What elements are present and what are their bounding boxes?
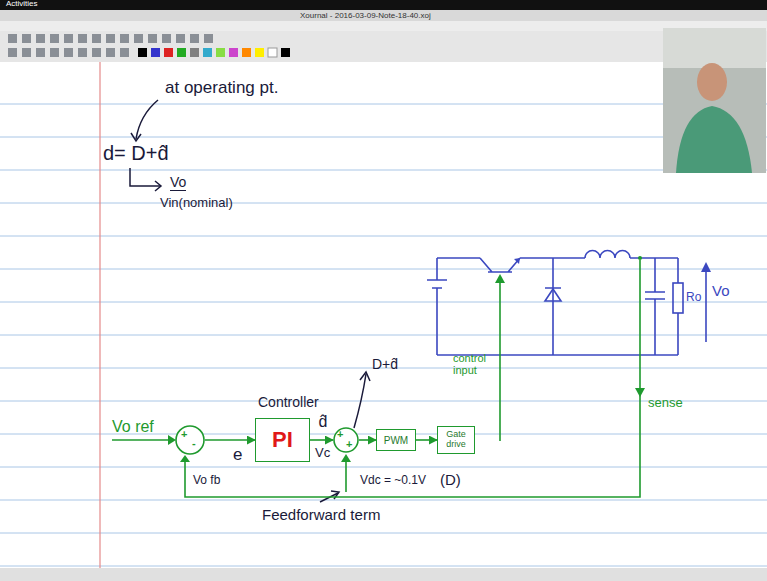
box-text: Gate drive [441,430,471,450]
inductor-symbol [585,251,630,258]
toolbar [0,31,767,62]
dc-source-symbol [427,258,447,355]
signal-connector [310,439,333,441]
signal-connector [359,439,376,441]
signal-connector [205,439,255,441]
box-heading: Controller [258,395,319,410]
fraction-numerator: Vo [170,174,186,191]
control-wire [499,282,501,441]
signal-name: Vo ref [112,418,154,436]
title-bar [0,10,767,21]
sign: + [346,438,352,450]
voltage-arrow [705,268,707,342]
summing-junction: ++ [333,427,359,453]
signal-connector [416,439,437,441]
arrow-head [155,181,161,191]
signal-name: control input [453,352,495,376]
box-text: PWM [384,435,408,446]
resistor-symbol [673,283,683,313]
leader-arrow [130,168,160,186]
system-menu: Activities [6,0,38,8]
diode-symbol [545,289,561,301]
junction-outline [175,425,205,455]
component-name: Ro [686,291,701,305]
top-bar [0,0,767,10]
leader-arrow [136,100,158,139]
diode-symbol [545,258,561,355]
arrow-head [360,372,370,381]
feedback-wire [185,260,640,497]
transistor-symbol [480,258,520,272]
junction-circle [176,426,204,454]
annotation: Feedforward term [262,506,380,523]
wire [677,258,679,355]
feedforward-wire [345,461,347,492]
equation: d= D+d̂ [103,142,169,165]
summing-junction: +- [175,425,205,455]
signal-arrow-heads [168,256,645,462]
leader-arrow [354,374,366,428]
sign: + [181,428,187,440]
signal-name: Vc [315,446,330,461]
gate-drive-box: Gate drive [437,426,475,454]
controller-box: ControllerPI [255,418,310,462]
sign: - [192,437,196,449]
annotation: at operating pt. [165,78,278,98]
arrow-head [131,133,141,141]
window-title: Xournal - 2016-03-09-Note-18-40.xoj [300,11,431,20]
annotation: D+d̂ [372,356,398,372]
capacitor-symbol [645,258,665,355]
ruled-lines [0,104,767,566]
fraction-denominator: Vin(nominal) [160,196,233,211]
junction-circle [334,428,358,452]
pwm-box: PWM [376,429,416,451]
buck-converter-circuit [427,251,706,355]
arrow-head [701,262,711,272]
signal-wires [112,260,640,497]
margin-line [99,62,100,568]
toolbar-icons [8,34,213,57]
sign: + [337,428,343,440]
menu-bar [0,21,767,31]
color-palette [138,48,290,57]
annotation: (D) [440,471,461,488]
annotation: Vdc = ~0.1V [360,474,426,488]
signal-name: sense [648,396,683,411]
page [0,62,767,568]
emitter-arrow [514,258,520,264]
status-bar [0,568,767,581]
signal-name: Vo [712,282,730,299]
box-text: PI [272,428,293,452]
signal-name: d̂ [318,413,329,431]
webcam-view [663,28,766,173]
reference-wire [112,439,170,441]
signal-name: e [232,445,243,465]
signal-name: Vo fb [193,474,220,488]
